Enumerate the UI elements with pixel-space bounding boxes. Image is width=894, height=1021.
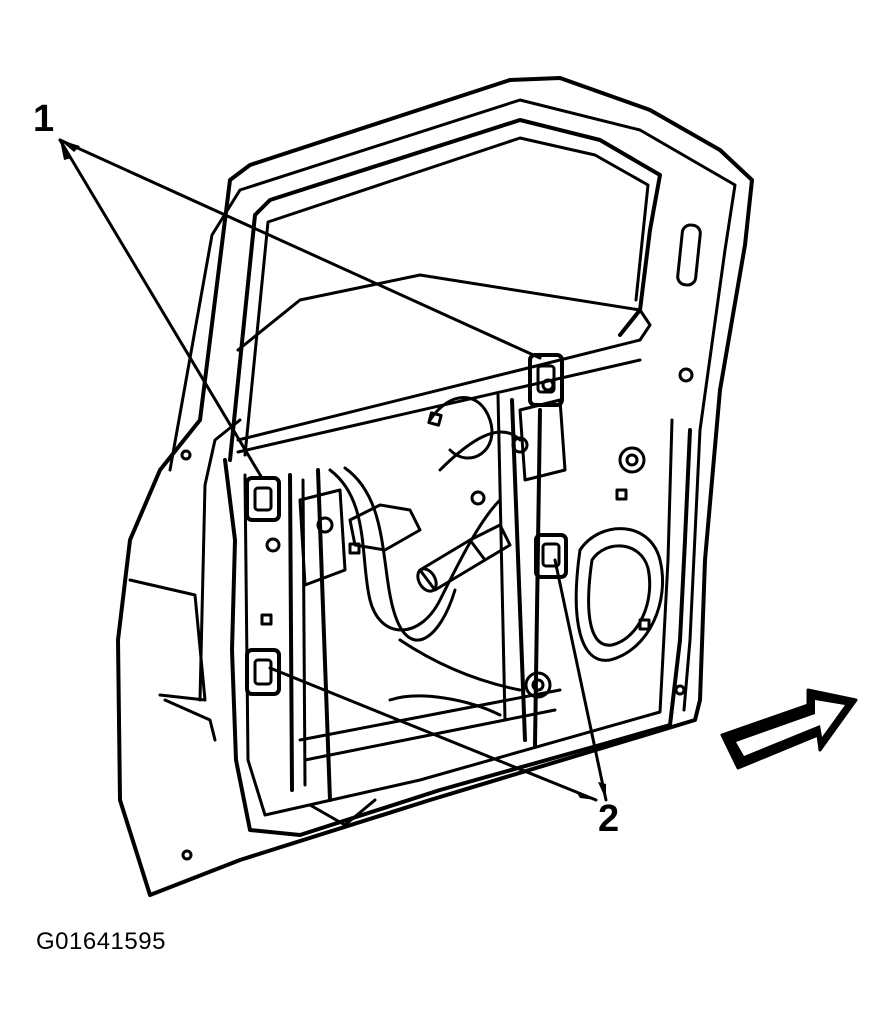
regulator-cables	[328, 396, 522, 717]
leader-lines	[58, 138, 608, 802]
figure-id: G01641595	[36, 928, 166, 955]
callout-label-1: 1	[33, 98, 55, 140]
door-shell	[116, 76, 754, 897]
lower-fastener-right	[534, 533, 568, 579]
upper-fastener-left	[245, 476, 281, 522]
forward-arrow-icon	[720, 688, 858, 770]
inner-panel-openings	[260, 411, 665, 662]
lower-fastener-left	[245, 648, 281, 696]
upper-fastener-right	[528, 353, 564, 407]
callout-label-2: 2	[598, 798, 620, 840]
